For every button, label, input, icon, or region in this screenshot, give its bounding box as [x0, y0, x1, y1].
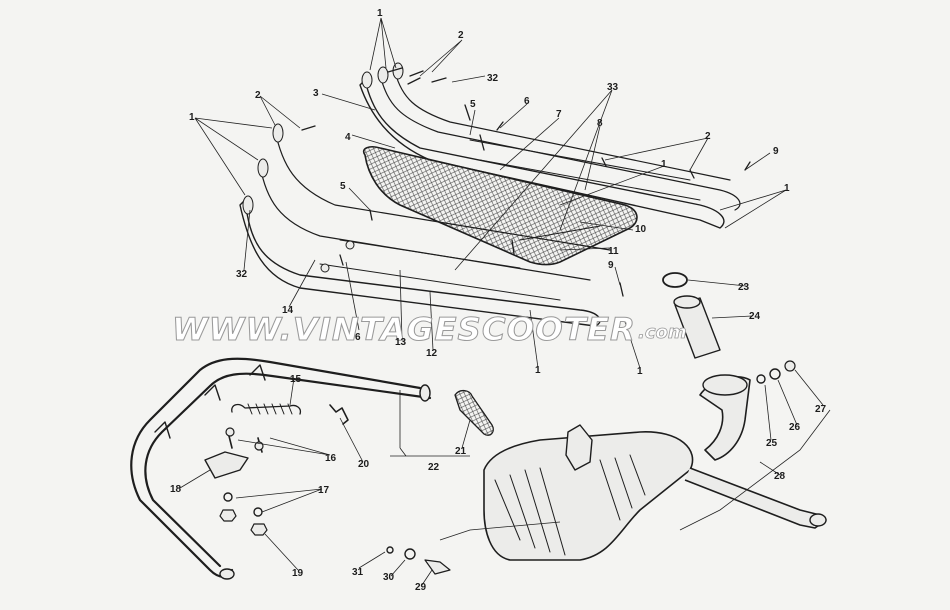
callout-10: 10 — [635, 224, 647, 235]
callout-9a: 9 — [773, 146, 779, 157]
callout-23: 23 — [738, 282, 750, 293]
callout-16: 16 — [325, 453, 337, 464]
stand-spring — [231, 403, 349, 425]
callout-29: 29 — [415, 582, 427, 593]
callout-numbers: 1 2 32 3 1 2 4 5 6 7 33 8 2 9 1 1 5 10 1… — [170, 8, 827, 593]
callout-32a: 32 — [487, 73, 499, 84]
callout-9b: 9 — [608, 260, 614, 271]
callout-7: 7 — [556, 109, 562, 120]
callout-4: 4 — [345, 132, 351, 143]
callout-1d: 1 — [784, 183, 790, 194]
callout-21: 21 — [455, 446, 467, 457]
callout-20: 20 — [358, 459, 370, 470]
callout-24: 24 — [749, 311, 761, 322]
center-stand — [130, 357, 432, 580]
callout-14: 14 — [282, 305, 294, 316]
exhaust-tube-parts — [662, 272, 721, 359]
callout-2a: 2 — [458, 30, 464, 41]
callout-33: 33 — [607, 82, 619, 93]
watermark-text: WWW.VINTAGESCOOTER — [172, 312, 636, 348]
callout-26: 26 — [789, 422, 801, 433]
callout-31: 31 — [352, 567, 364, 578]
callout-32b: 32 — [236, 269, 248, 280]
watermark-suffix: .com — [638, 322, 687, 343]
exhaust-hardware — [386, 360, 796, 575]
callout-25: 25 — [766, 438, 778, 449]
stand-bracket-hardware — [204, 427, 268, 536]
rubber-buffer — [454, 389, 494, 436]
watermark: WWW.VINTAGESCOOTER .com — [172, 312, 688, 349]
callout-15: 15 — [290, 374, 302, 385]
callout-5a: 5 — [470, 99, 476, 110]
callout-1e: 1 — [535, 365, 541, 376]
callout-12: 12 — [426, 348, 438, 359]
callout-30: 30 — [383, 572, 395, 583]
callout-1a: 1 — [377, 8, 383, 19]
callout-6b: 6 — [355, 332, 361, 343]
right-footboard-rails — [359, 62, 741, 229]
callout-2b: 2 — [255, 90, 261, 101]
callout-28: 28 — [774, 471, 786, 482]
callout-1f: 1 — [637, 366, 643, 377]
callout-17: 17 — [318, 485, 330, 496]
callout-13: 13 — [395, 337, 407, 348]
callout-3: 3 — [313, 88, 319, 99]
callout-6a: 6 — [524, 96, 530, 107]
callout-5b: 5 — [340, 181, 346, 192]
callout-22: 22 — [428, 462, 440, 473]
callout-18: 18 — [170, 484, 182, 495]
callout-11: 11 — [608, 246, 619, 257]
leader-lines — [179, 17, 831, 586]
callout-2c: 2 — [705, 131, 711, 142]
callout-1b: 1 — [189, 112, 195, 123]
exhaust-muffler — [483, 374, 827, 561]
callout-27: 27 — [815, 404, 827, 415]
left-footboard-rails — [239, 123, 611, 327]
callout-8: 8 — [597, 118, 603, 129]
callout-19: 19 — [292, 568, 304, 579]
callout-1c: 1 — [661, 159, 667, 170]
fastener-screws — [301, 67, 751, 297]
